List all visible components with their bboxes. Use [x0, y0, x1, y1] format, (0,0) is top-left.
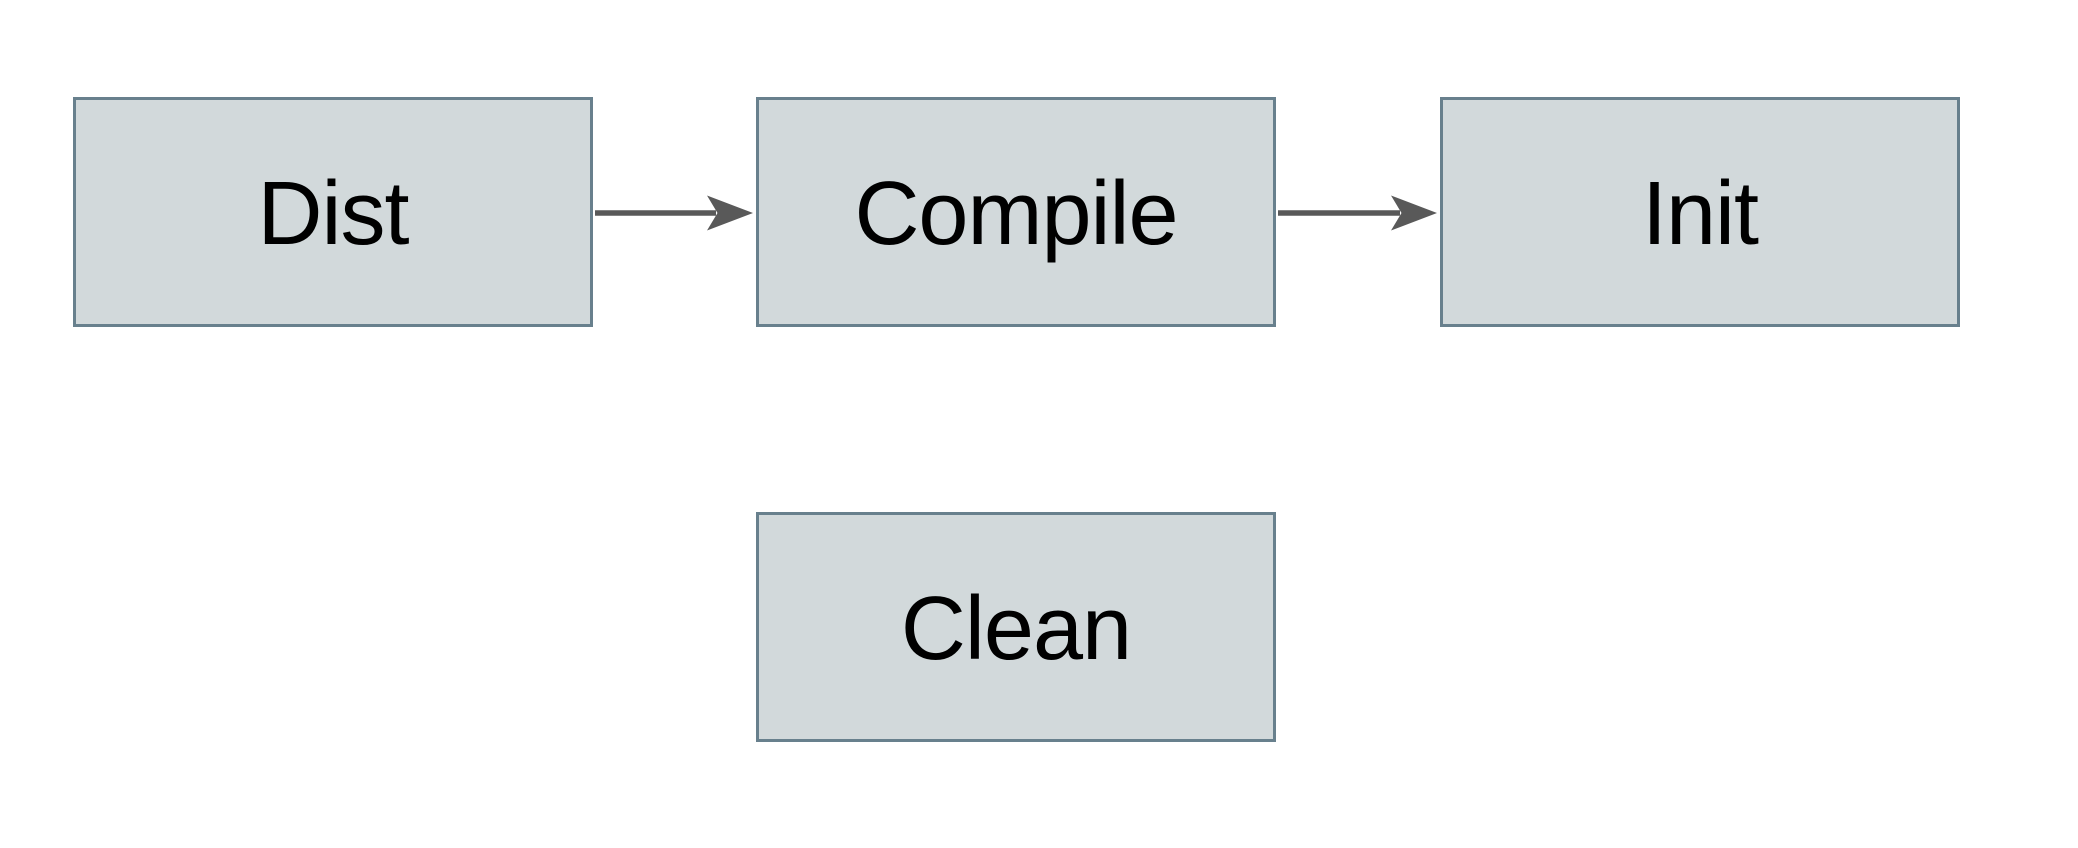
- node-clean-label: Clean: [900, 579, 1132, 679]
- node-init-label: Init: [1641, 164, 1759, 264]
- node-compile-label: Compile: [854, 164, 1178, 264]
- node-compile: Compile: [756, 97, 1276, 327]
- node-dist-label: Dist: [257, 164, 410, 264]
- node-dist: Dist: [73, 97, 593, 327]
- node-clean: Clean: [756, 512, 1276, 742]
- node-init: Init: [1440, 97, 1960, 327]
- arrow-compile-to-init-icon: [1278, 195, 1437, 231]
- arrow-dist-to-compile-icon: [595, 195, 753, 231]
